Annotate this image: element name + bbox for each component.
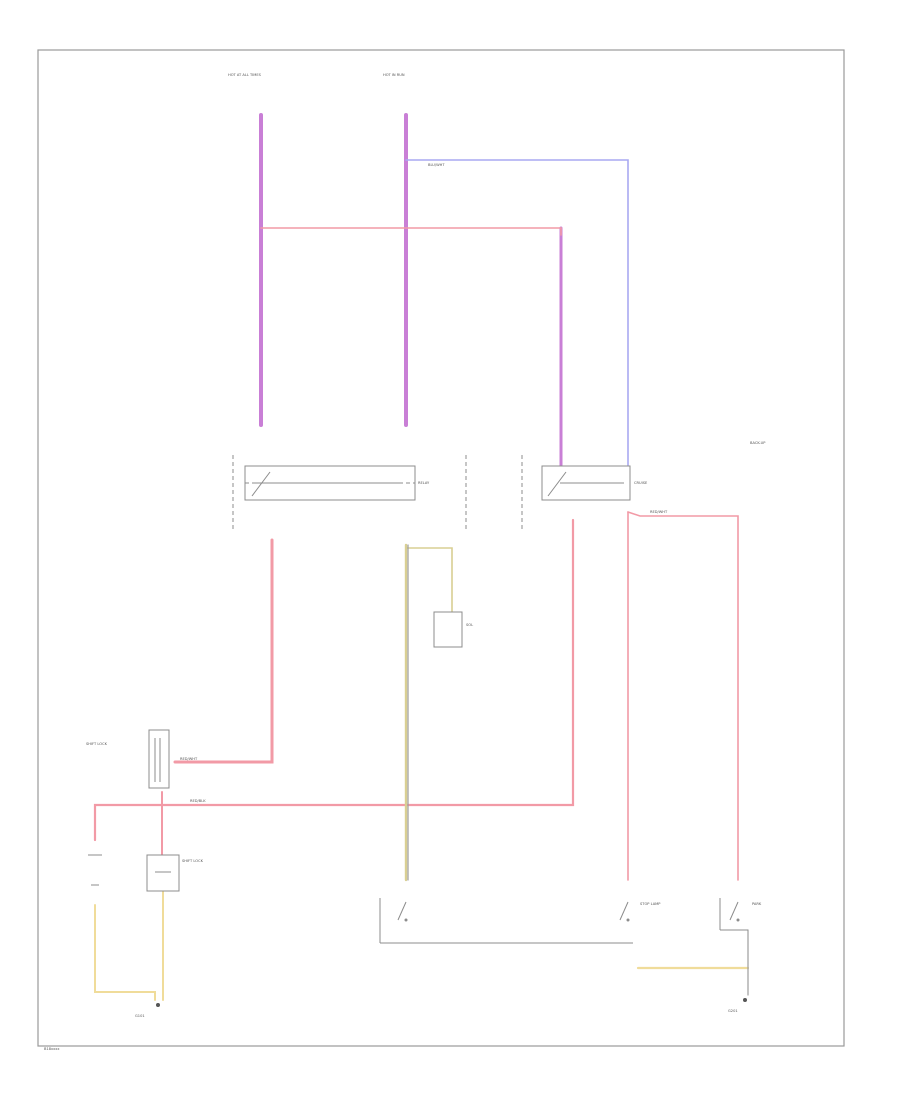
label-relay-right: CRUISE	[634, 481, 648, 485]
label-top-mid-feed: HOT IN RUN	[383, 73, 405, 77]
label-left-wire-top: RED/WHT	[180, 757, 198, 761]
label-left-connector: SHIFT LOCK	[86, 742, 108, 746]
labels: HOT AT ALL TIMES HOT IN RUN BLU/WHT RELA…	[44, 73, 766, 1051]
label-switch-mid: STOP LAMP	[640, 902, 661, 906]
wire-yellow-left	[94, 904, 156, 1001]
small-ground-left	[88, 854, 102, 886]
label-switch-right: PARK	[752, 902, 762, 906]
label-left-module: SHIFT LOCK	[182, 859, 204, 863]
label-ground-left: G101	[135, 1014, 145, 1018]
shift-lock-connector	[148, 729, 170, 789]
wire-tan-branch	[405, 547, 453, 613]
label-ground-right: G201	[728, 1009, 738, 1013]
wire-blue	[405, 159, 629, 466]
label-left-wire-bottom: RED/BLK	[190, 799, 206, 803]
wire-pink-left	[173, 538, 274, 764]
label-blue-wire: BLU/WHT	[428, 163, 445, 167]
label-small-component: SOL	[466, 623, 473, 627]
ground-left	[156, 1003, 160, 1007]
label-top-left-feed: HOT AT ALL TIMES	[228, 73, 262, 77]
wire-pink-bottom	[93, 518, 575, 842]
diagram-frame	[37, 49, 845, 1047]
wire-pink-cross	[260, 227, 562, 236]
wire-pink-right-2	[627, 511, 739, 881]
wires	[93, 113, 750, 1001]
switch-bottom-mid	[379, 898, 633, 944]
relay-box-right	[521, 455, 631, 530]
switch-bottom-right	[619, 898, 748, 931]
label-right-side-note: BACK-UP	[750, 441, 766, 445]
label-corner-ref: B18xxxx	[44, 1047, 60, 1051]
shift-solenoid-box	[433, 611, 463, 648]
label-right-wire: RED/WHT	[650, 510, 668, 514]
shift-lock-module	[146, 854, 180, 892]
relay-box-left	[232, 455, 467, 530]
ground-right	[743, 998, 747, 1002]
label-relay-left: RELAY	[418, 481, 430, 485]
